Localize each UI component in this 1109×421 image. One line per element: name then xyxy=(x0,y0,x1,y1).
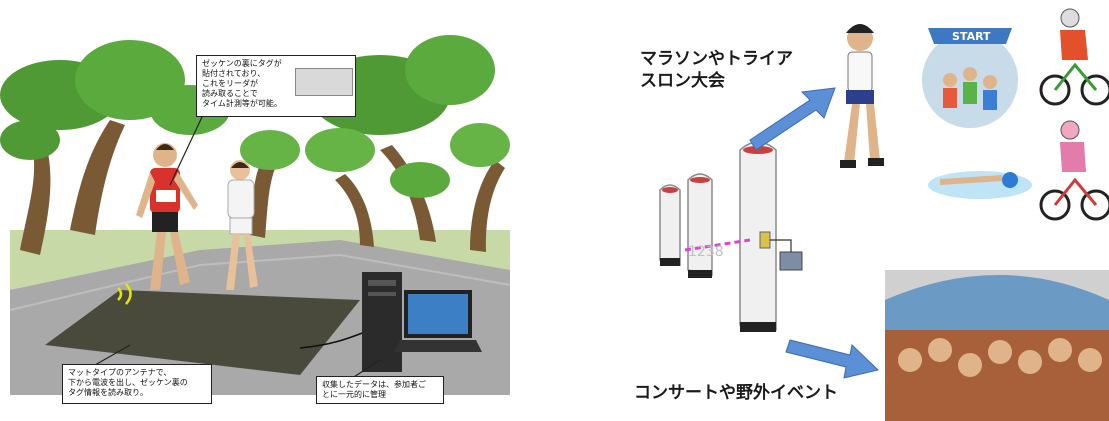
server-tower xyxy=(362,272,402,372)
data-callout-line: とに一元的に管理 xyxy=(322,390,386,399)
mat-callout-line: タグ情報を読み取り。 xyxy=(68,388,148,397)
marathon-label: マラソンやトライア スロン大会 xyxy=(640,48,793,92)
data-callout: 収集したデータは、参加者ご とに一元的に管理 xyxy=(316,376,444,404)
marathon-label-line: マラソンやトライア xyxy=(640,49,793,69)
cyclist-pink xyxy=(1039,120,1109,221)
rfid-illustration: 1238 START xyxy=(659,8,1109,421)
tag-photo xyxy=(295,68,353,96)
rfid-gate xyxy=(659,141,777,331)
left-scene: ゼッケンの裏にタグが 貼付されており、 これをリーダが 読み取ることで タイム計… xyxy=(0,0,520,421)
tag-callout-line: タイム計測等が可能。 xyxy=(202,99,282,108)
mat-antenna xyxy=(45,290,360,375)
mat-callout: マットタイプのアンテナで、 下から電波を出し、ゼッケン裏の タグ情報を読み取り。 xyxy=(62,364,212,404)
tag-callout-line: これをリーダが xyxy=(202,79,258,88)
rfid-tag xyxy=(759,231,771,249)
tag-callout-line: 貼付されており、 xyxy=(202,69,266,78)
concert-scene xyxy=(885,270,1109,421)
cyclist-red xyxy=(1039,8,1109,106)
arrow-down-icon xyxy=(785,339,880,379)
mat-callout-line: マットタイプのアンテナで、 xyxy=(68,368,172,377)
marathon-label-line: スロン大会 xyxy=(640,71,725,91)
mat-callout-line: 下から電波を出し、ゼッケン裏の xyxy=(68,378,188,387)
marathon-runner xyxy=(840,24,884,168)
runner-white xyxy=(226,160,258,290)
swimmer xyxy=(928,171,1032,199)
concert-label: コンサートや野外イベント xyxy=(634,383,838,403)
start-banner: START xyxy=(952,30,991,43)
rfid-reader xyxy=(779,251,803,271)
tag-callout-line: ゼッケンの裏にタグが xyxy=(202,59,282,68)
arrow-up-icon xyxy=(749,87,836,151)
right-scene: マラソンやトライア スロン大会 コンサートや野外イベント 1238 xyxy=(540,0,1109,421)
tag-callout: ゼッケンの裏にタグが 貼付されており、 これをリーダが 読み取ることで タイム計… xyxy=(196,55,356,117)
tag-number: 1238 xyxy=(688,244,724,260)
park-illustration xyxy=(0,35,511,395)
tag-callout-line: 読み取ることで xyxy=(202,89,258,98)
data-callout-line: 収集したデータは、参加者ご xyxy=(322,380,426,389)
